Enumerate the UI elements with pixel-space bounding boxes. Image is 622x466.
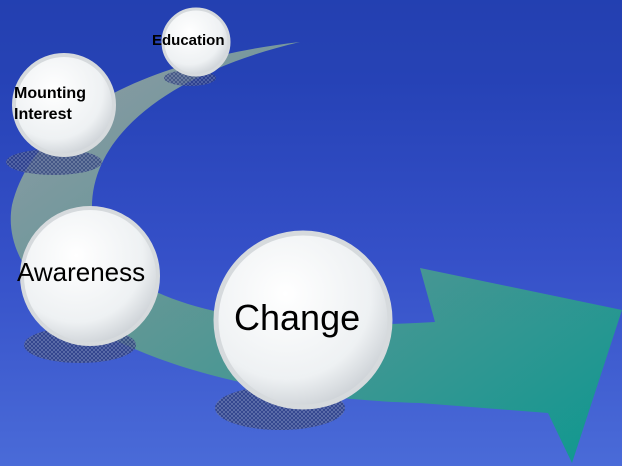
curved-arrow [10, 42, 622, 463]
mounting-interest-shadow [6, 149, 102, 175]
stage-label-mounting-interest: Mounting Interest [14, 85, 86, 123]
mounting-interest-circle [12, 53, 116, 157]
awareness-circle [20, 206, 160, 346]
background-texture [0, 0, 622, 70]
stage-label-change: Change [234, 297, 361, 338]
stage-label-awareness: Awareness [17, 257, 146, 287]
change-circle [213, 230, 393, 410]
stage-label-education: Education [152, 32, 225, 49]
education-circle [161, 7, 231, 77]
